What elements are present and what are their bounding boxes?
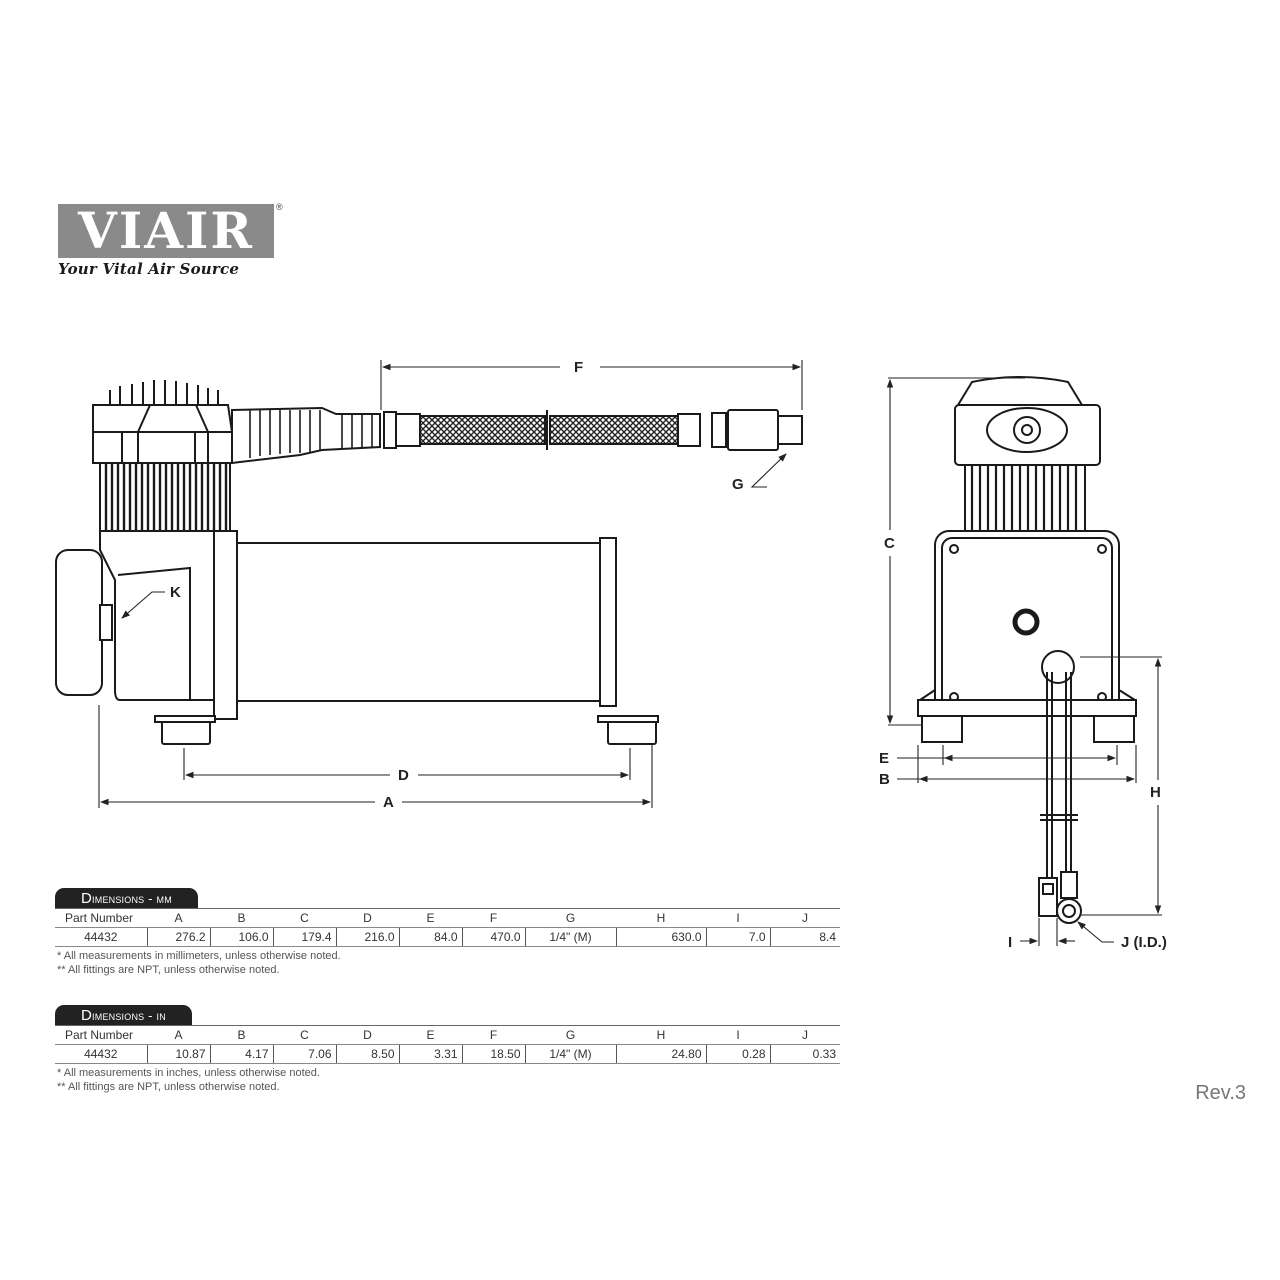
cylinder-fins-icon: [104, 463, 228, 531]
side-view: [55, 380, 803, 745]
label-I: I: [1008, 934, 1012, 951]
top-fins-icon: [109, 380, 219, 405]
end-view: [917, 376, 1137, 924]
label-C: C: [884, 535, 895, 552]
table-header-row: Part Number A B C D E F G H I J: [55, 1026, 840, 1045]
label-E: E: [879, 750, 889, 767]
viair-logo: VIAIR ® Your Vital Air Source: [58, 202, 286, 278]
label-D: D: [398, 767, 409, 784]
dimensions-mm-title: Dimensions - mm: [55, 888, 198, 908]
dimensions-in-section: Dimensions - in Part Number A B C D E F …: [55, 1005, 840, 1094]
label-H: H: [1150, 784, 1161, 801]
registered-mark: ®: [276, 202, 283, 212]
revision-label: Rev.3: [1195, 1082, 1246, 1104]
table-row: 44432 276.2 106.0 179.4 216.0 84.0 470.0…: [55, 927, 840, 947]
label-G: G: [732, 476, 744, 493]
table-row: 44432 10.87 4.17 7.06 8.50 3.31 18.50 1/…: [55, 1044, 840, 1064]
dimensions-in-table: Part Number A B C D E F G H I J 44432 10…: [55, 1026, 840, 1064]
label-J-id: J (I.D.): [1121, 934, 1167, 951]
dimensions-mm-notes: * All measurements in millimeters, unles…: [57, 950, 341, 976]
logo-wordmark: VIAIR: [58, 204, 274, 258]
end-dimensions: [886, 377, 1162, 946]
label-F: F: [574, 359, 583, 376]
label-K: K: [170, 584, 181, 601]
dimensions-mm-section: Dimensions - mm Part Number A B C D E F …: [55, 888, 840, 977]
dimensions-in-notes: * All measurements in inches, unless oth…: [57, 1067, 320, 1093]
side-dimensions: [98, 360, 803, 808]
label-A: A: [383, 794, 394, 811]
table-header-row: Part Number A B C D E F G H I J: [55, 909, 840, 928]
logo-tagline: Your Vital Air Source: [58, 260, 240, 278]
dimensions-in-title: Dimensions - in: [55, 1005, 192, 1025]
label-B: B: [879, 771, 890, 788]
dimensions-mm-table: Part Number A B C D E F G H I J 44432 27…: [55, 909, 840, 947]
